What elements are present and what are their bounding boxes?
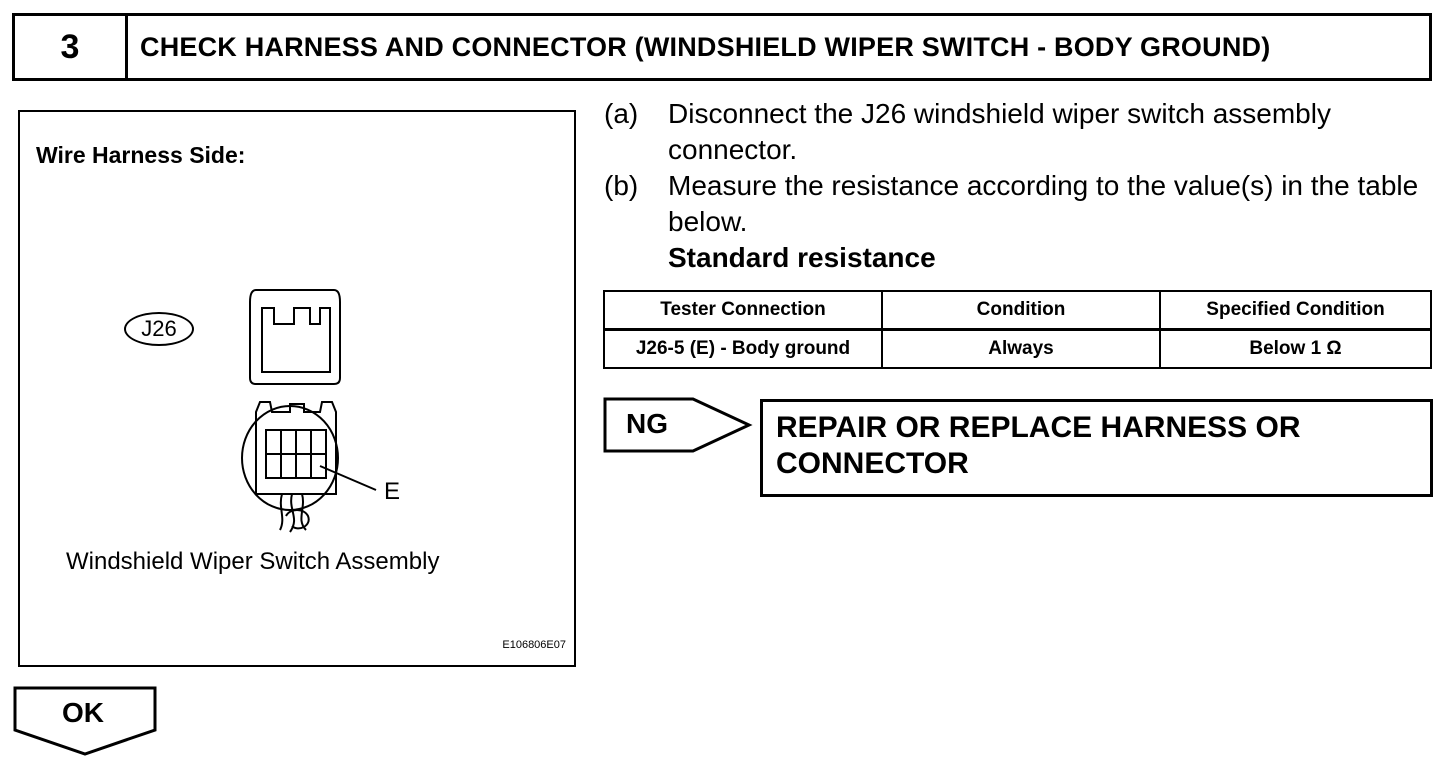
ng-action-box: REPAIR OR REPLACE HARNESS OR CONNECTOR (760, 399, 1433, 497)
ok-arrow-icon (13, 686, 157, 756)
ng-label: NG (626, 408, 668, 439)
connector-figure: Wire Harness Side: J26 E Windshield Wipe… (18, 110, 576, 667)
resistance-table: Tester Connection Condition Specified Co… (603, 290, 1432, 369)
instruction-step: (b) Measure the resistance according to … (604, 168, 1434, 240)
step-header: 3 CHECK HARNESS AND CONNECTOR (WINDSHIEL… (12, 13, 1432, 81)
column-header: Tester Connection (603, 290, 883, 331)
connector-label: J26 (124, 312, 194, 346)
table-row: J26-5 (E) - Body ground Always Below 1 Ω (603, 328, 1432, 369)
instruction-step: (a) Disconnect the J26 windshield wiper … (604, 96, 1434, 168)
terminal-label: E (384, 478, 401, 505)
step-marker: (a) (604, 98, 639, 129)
step-number: 3 (15, 16, 128, 78)
figure-heading: Wire Harness Side: (36, 142, 246, 168)
table-cell: J26-5 (E) - Body ground (603, 328, 883, 369)
table-cell: Always (881, 328, 1161, 369)
figure-caption: Windshield Wiper Switch Assembly (66, 548, 440, 575)
figure-code: E106806E07 (502, 639, 566, 651)
table-cell: Below 1 Ω (1159, 328, 1432, 369)
step-text: Measure the resistance according to the … (668, 170, 1419, 237)
step-text: Disconnect the J26 windshield wiper swit… (668, 98, 1331, 165)
ok-label: OK (62, 697, 104, 728)
instruction-list: (a) Disconnect the J26 windshield wiper … (604, 96, 1434, 276)
ng-arrow-icon (603, 397, 753, 453)
column-header: Specified Condition (1159, 290, 1432, 331)
step-marker: (b) (604, 170, 639, 201)
table-header-row: Tester Connection Condition Specified Co… (603, 290, 1432, 331)
connector-illustration (241, 289, 377, 533)
step-title: CHECK HARNESS AND CONNECTOR (WINDSHIELD … (140, 31, 1271, 62)
column-header: Condition (881, 290, 1161, 331)
standard-resistance-label: Standard resistance (668, 242, 936, 273)
